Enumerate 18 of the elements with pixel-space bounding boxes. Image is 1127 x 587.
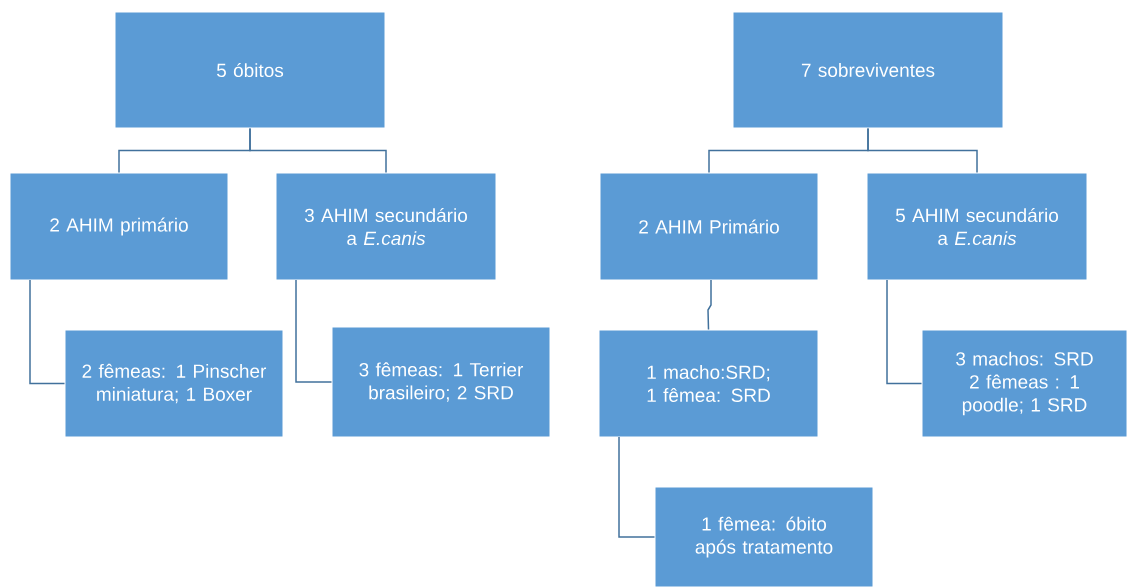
connector-line xyxy=(249,127,387,174)
process-box: 5 óbitos xyxy=(114,11,386,129)
process-box: 3 AHIM secundário a E.canis xyxy=(275,172,497,281)
process-box: 3 fêmeas: 1 Terrier brasileiro; 2 SRD xyxy=(331,326,551,438)
connector-line xyxy=(867,127,978,174)
process-box: 7 sobreviventes xyxy=(732,11,1004,129)
connector-line xyxy=(886,279,923,385)
process-box: 2 fêmeas: 1 Pinscher miniatura; 1 Boxer xyxy=(64,329,284,438)
process-box: 2 AHIM Primário xyxy=(599,172,819,281)
process-box: 3 machos: SRD 2 fêmeas : 1 poodle; 1 SRD xyxy=(921,329,1127,438)
process-box: 5 AHIM secundário a E.canis xyxy=(866,172,1088,281)
process-box: 1 macho:SRD; 1 fêmea: SRD xyxy=(598,329,819,438)
connector-line xyxy=(295,279,333,383)
connector-line xyxy=(707,279,712,331)
connector-line xyxy=(29,279,66,385)
process-box: 2 AHIM primário xyxy=(9,172,229,281)
connector-line xyxy=(618,436,656,538)
process-box: 1 fêmea: óbito após tratamento xyxy=(654,486,874,587)
